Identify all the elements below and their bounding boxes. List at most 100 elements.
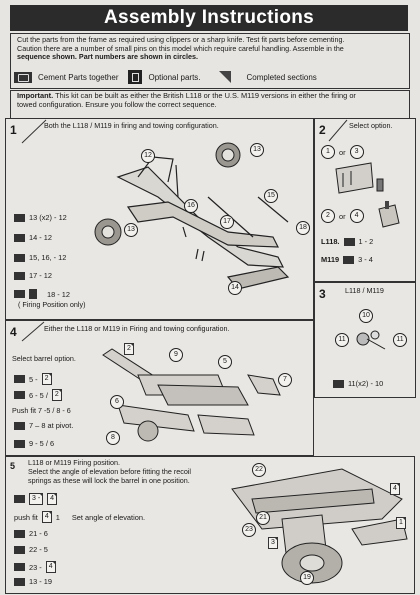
ref-box-3: 3 [268,537,278,549]
step-3-panel: 3 L118 / M119 10 11 11 11(x2) - 10 [314,282,416,398]
step-1-part-4: 17 - 12 [14,271,52,280]
cement-icon [14,271,25,280]
intro-box: Cut the parts from the frame as required… [10,33,410,89]
optional-parts-icon [128,70,143,84]
callout-14: 14 [228,281,242,295]
cement-icon [14,375,25,383]
cement-icon [14,529,25,538]
step-5-part-4: 13 - 19 [14,577,52,586]
legend-completed: Completed sections [246,72,317,82]
step-4-number: 4 [10,325,17,339]
important-label: Important. [17,91,54,100]
callout-23: 23 [242,523,256,537]
step-2-number: 2 [319,123,326,137]
step-5-part-1: 21 - 6 [14,529,48,538]
legend-cement: Cement Parts together [38,72,119,82]
cement-icon [14,253,25,262]
step-4-part-last: 9 - 5 / 6 [14,439,54,448]
callout-11b: 11 [393,333,407,347]
push-fit-note: Push fit 7 -5 / 8 - 6 [12,406,71,415]
step-3-heading: L118 / M119 [345,286,384,295]
callout-6: 6 [110,395,124,409]
important-text-2: towed configuration. Ensure you follow t… [17,100,217,109]
step-4-part-2: 6 - 5 /2 [14,389,62,401]
callout-15: 15 [264,189,278,203]
cement-icon [14,545,25,554]
callout-18: 18 [296,221,310,235]
cement-icon [343,237,355,246]
legend-optional: Optional parts. [148,72,201,82]
step-2-heading: Select option. [349,121,393,130]
ref-box-1: 1 [396,517,406,529]
step-5-part-a: 3 -4 [14,493,58,505]
important-text-1: This kit can be built as either the Brit… [55,91,356,100]
cement-icon [14,563,25,571]
cement-icon [14,439,25,448]
callout-17: 17 [220,215,234,229]
step-4-heading: Either the L118 or M119 in Firing and to… [44,324,230,333]
callout-7: 7 [278,373,292,387]
sight-mount-illustration [335,162,384,194]
cement-icon [343,255,355,264]
callout-13a: 13 [250,143,264,157]
legend: Cement Parts together Optional parts. Co… [14,70,317,84]
howitzer-assembly-illustration [231,468,408,584]
step-5-heading-1: L118 or M119 Firing position. [28,458,121,467]
handwheel-illustration [356,330,386,350]
step-4-pivot: 7 – 8 at pivot. [14,421,73,430]
callout-11a: 11 [335,333,349,347]
intro-line-1: Cut the parts from the frame as required… [17,35,345,44]
step-1-number: 1 [10,123,17,137]
cement-icon [14,391,25,399]
optional-parts-icon [29,289,37,299]
page-title: Assembly Instructions [10,5,408,31]
l118-row: L118.1 - 2 [321,237,374,246]
important-note: Important. This kit can be built as eith… [10,90,410,120]
step-5-number: 5 [10,461,16,471]
step-4-panel: 4 Either the L118 or M119 in Firing and … [5,320,314,456]
step-1-part-5: 18 - 12 [14,289,70,299]
callout-13b: 13 [124,223,138,237]
cement-icon [333,379,344,388]
barrel-cradle-illustration [102,348,281,442]
callout-5: 5 [218,355,232,369]
callout-19: 19 [300,571,314,585]
ref-box-2: 2 [124,343,134,355]
callout-12: 12 [141,149,155,163]
step-5-heading-3: springs as these will lock the barrel in… [28,476,190,485]
cement-icon [14,421,25,430]
step-5-part-2: 22 - 5 [14,545,48,554]
callout-10: 10 [359,309,373,323]
step-3-part: 11(x2) - 10 [333,379,383,388]
firing-position-note: ( Firing Position only) [18,300,86,309]
step-5-panel: 5 L118 or M119 Firing position. Select t… [5,456,415,594]
callout-21: 21 [256,511,270,525]
step-1-panel: 1 Both the L118 / M119 in firing and tow… [5,118,314,320]
step-1-divider [21,119,47,144]
step-1-part-1: 13 (x2) - 12 [14,213,67,222]
step-4-divider [21,321,45,342]
cement-icon [14,290,25,298]
cement-icon [14,577,25,586]
callout-22: 22 [252,463,266,477]
callout-16: 16 [184,199,198,213]
step-2-divider [328,119,348,142]
step-1-part-3: 15, 16, - 12 [14,253,66,262]
step-5-heading-2: Select the angle of elevation before fit… [28,467,192,476]
cement-icon [14,213,25,222]
callout-8: 8 [106,431,120,445]
intro-line-3: sequence shown. Part numbers are shown i… [17,52,198,62]
cement-icon [14,233,25,242]
step-3-number: 3 [319,287,326,301]
callout-9: 9 [169,348,183,362]
completed-section-icon [218,71,231,83]
sight-block-illustration [378,201,400,228]
cement-icon [14,71,32,83]
intro-line-2: Caution there are a number of small pins… [17,43,344,53]
step-4-part-1: 5 -2 [14,373,52,385]
step-1-heading: Both the L118 / M119 in firing and towin… [44,121,219,130]
